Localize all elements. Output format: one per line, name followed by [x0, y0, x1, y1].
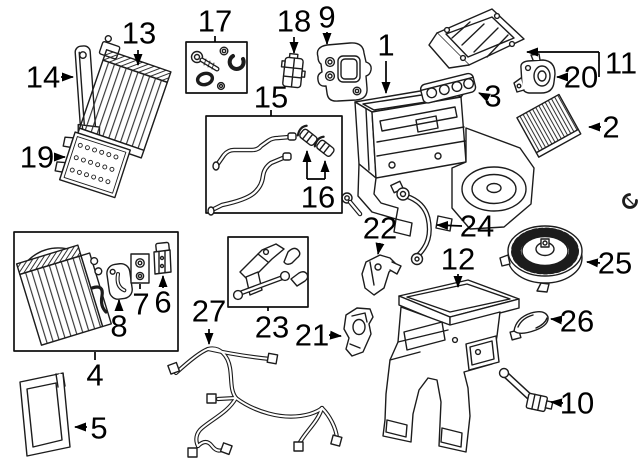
callout-label-21: 21	[295, 318, 329, 353]
callout-label-5: 5	[90, 411, 107, 446]
callout-arrow-25	[586, 258, 601, 268]
part-6-expansion-valve	[153, 241, 172, 275]
part-16-hose-fittings	[296, 124, 335, 157]
callout-arrow-3	[478, 92, 491, 102]
callout-label-22: 22	[363, 211, 397, 246]
part-21-bracket	[343, 307, 374, 357]
callout-label-16: 16	[301, 180, 335, 215]
part-24-link-rod	[390, 180, 432, 266]
part-19-perforated-plate	[54, 131, 131, 199]
callout-label-13: 13	[122, 16, 156, 51]
part-elbow-fitting	[341, 192, 363, 217]
callout-label-14: 14	[26, 60, 60, 95]
part-5-seal-frame	[19, 372, 71, 457]
callout-labels: 1 2 3 4 5 6 7 8 9 10 11 12 13 14 15 16 1…	[20, 0, 637, 446]
part-10-aspirator-tube	[498, 367, 554, 413]
part-evaporator-core	[15, 244, 112, 346]
callout-label-7: 7	[132, 287, 149, 322]
part-clip	[90, 285, 108, 314]
part-9-gasket-plate	[316, 42, 372, 102]
part-22-bracket	[361, 254, 402, 296]
callout-label-1: 1	[377, 28, 394, 63]
callout-label-23: 23	[255, 310, 289, 345]
callout-bracket-16	[302, 150, 330, 180]
part-8-seal-plate	[106, 262, 133, 300]
callout-label-27: 27	[192, 294, 226, 329]
callout-label-18: 18	[277, 4, 311, 39]
part-26-scoop	[509, 310, 549, 341]
callout-bracket-11	[526, 47, 600, 77]
callout-arrow-26	[550, 315, 563, 325]
part-7-valve-plate	[130, 253, 150, 284]
callout-label-4: 4	[86, 358, 103, 393]
callout-label-15: 15	[254, 80, 288, 115]
group-box-17-hardware-kit	[185, 41, 248, 94]
part-11-upper-cover	[428, 8, 525, 69]
part-25-blower-motor	[499, 225, 583, 293]
callout-label-24: 24	[460, 209, 494, 244]
part-2-cabin-air-filter	[516, 93, 582, 158]
part-12-distribution-unit	[382, 279, 520, 453]
part-18-actuator	[280, 52, 306, 89]
part-clip-fitting	[622, 193, 638, 209]
part-3-seal-strip	[419, 72, 477, 104]
callout-arrow-24	[436, 220, 463, 230]
callout-arrow-22	[375, 242, 385, 255]
callout-label-19: 19	[20, 140, 54, 175]
callout-label-25: 25	[598, 246, 632, 281]
callout-label-10: 10	[560, 386, 594, 421]
callout-label-20: 20	[564, 60, 598, 95]
callout-label-17: 17	[198, 4, 232, 39]
group-box-23-linkage-kit	[227, 236, 309, 308]
callout-label-26: 26	[560, 304, 594, 339]
callout-arrow-21	[328, 330, 342, 340]
callout-label-2: 2	[602, 110, 619, 145]
callout-label-11: 11	[605, 46, 637, 81]
callout-label-6: 6	[154, 285, 171, 320]
group-box-15-hose-kit	[205, 115, 343, 216]
callout-label-12: 12	[441, 242, 475, 277]
callout-leaders	[54, 32, 601, 432]
callout-label-9: 9	[318, 0, 335, 35]
callout-label-3: 3	[484, 79, 501, 114]
group-box-4-evaporator-kit	[13, 231, 179, 352]
part-27-wiring-harness	[167, 346, 343, 458]
part-20-servo-actuator	[513, 53, 556, 94]
callout-arrow-10	[550, 398, 564, 408]
callout-label-8: 8	[110, 309, 127, 344]
